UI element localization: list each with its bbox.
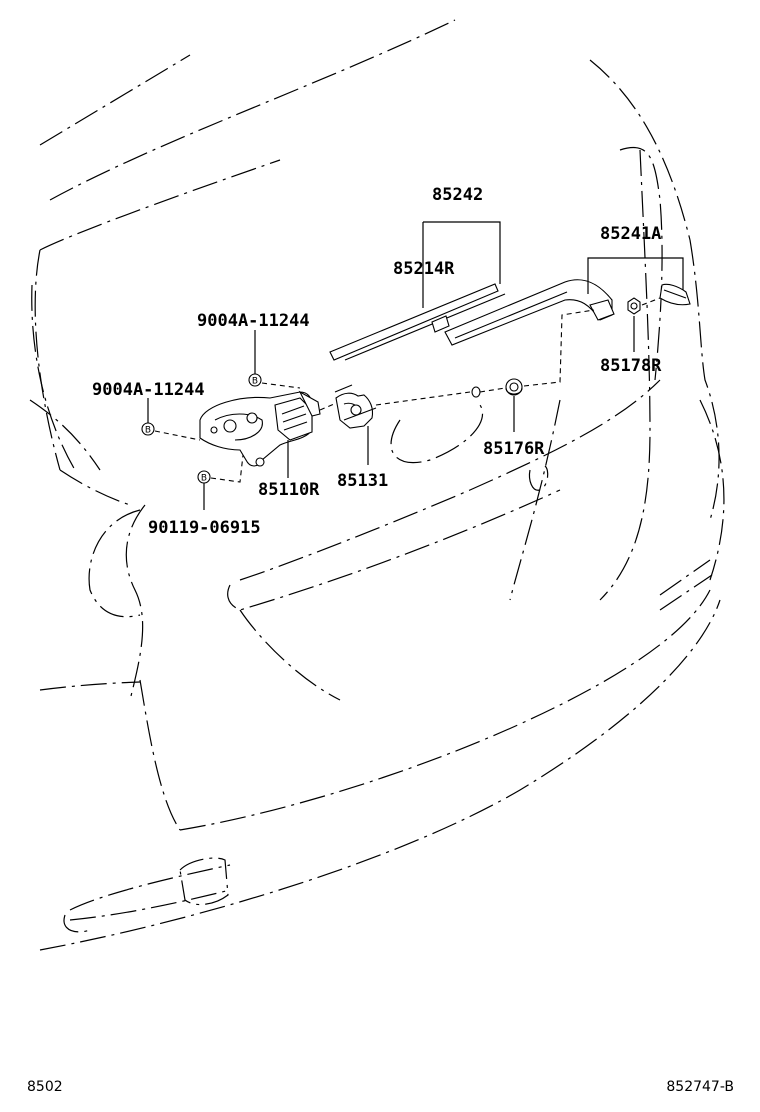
- label-85176r: 85176R: [483, 439, 545, 459]
- leader-lines: [147, 221, 684, 510]
- bolt-marker-left[interactable]: B: [141, 422, 155, 436]
- label-85242: 85242: [432, 185, 483, 205]
- label-85241a: 85241A: [600, 224, 661, 244]
- pivot-grommet-85176r[interactable]: [471, 378, 523, 398]
- bolt-marker-bottom[interactable]: B: [197, 470, 211, 484]
- label-9004a-top: 9004A-11244: [197, 311, 310, 331]
- bolt-letter: B: [252, 377, 258, 387]
- cover-85131[interactable]: [334, 384, 377, 429]
- wiper-motor-85110r[interactable]: [199, 390, 321, 467]
- label-85178r: 85178R: [600, 356, 662, 376]
- bolt-letter: B: [201, 474, 207, 484]
- label-9004a-left: 9004A-11244: [92, 380, 205, 400]
- footer-section-code: 8502: [27, 1079, 63, 1095]
- footer-figure-code: 852747-B: [666, 1079, 734, 1095]
- assembly-lines: [154, 297, 661, 483]
- label-85110r: 85110R: [258, 480, 320, 500]
- label-90119: 90119-06915: [148, 518, 261, 538]
- bolt-letter: B: [145, 426, 151, 436]
- wiper-blade-85214r[interactable]: [329, 283, 506, 361]
- bolt-marker-top[interactable]: B: [248, 373, 262, 387]
- arm-cap[interactable]: [659, 283, 691, 306]
- label-85131: 85131: [337, 471, 388, 491]
- vehicle-body-outline: [29, 19, 725, 951]
- part-labels: 85242 85241A 85214R 85178R 9004A-11244 9…: [92, 185, 662, 538]
- label-85214r: 85214R: [393, 259, 455, 279]
- wiper-arm-85241a[interactable]: [444, 279, 615, 346]
- nut-85178r[interactable]: [627, 297, 641, 315]
